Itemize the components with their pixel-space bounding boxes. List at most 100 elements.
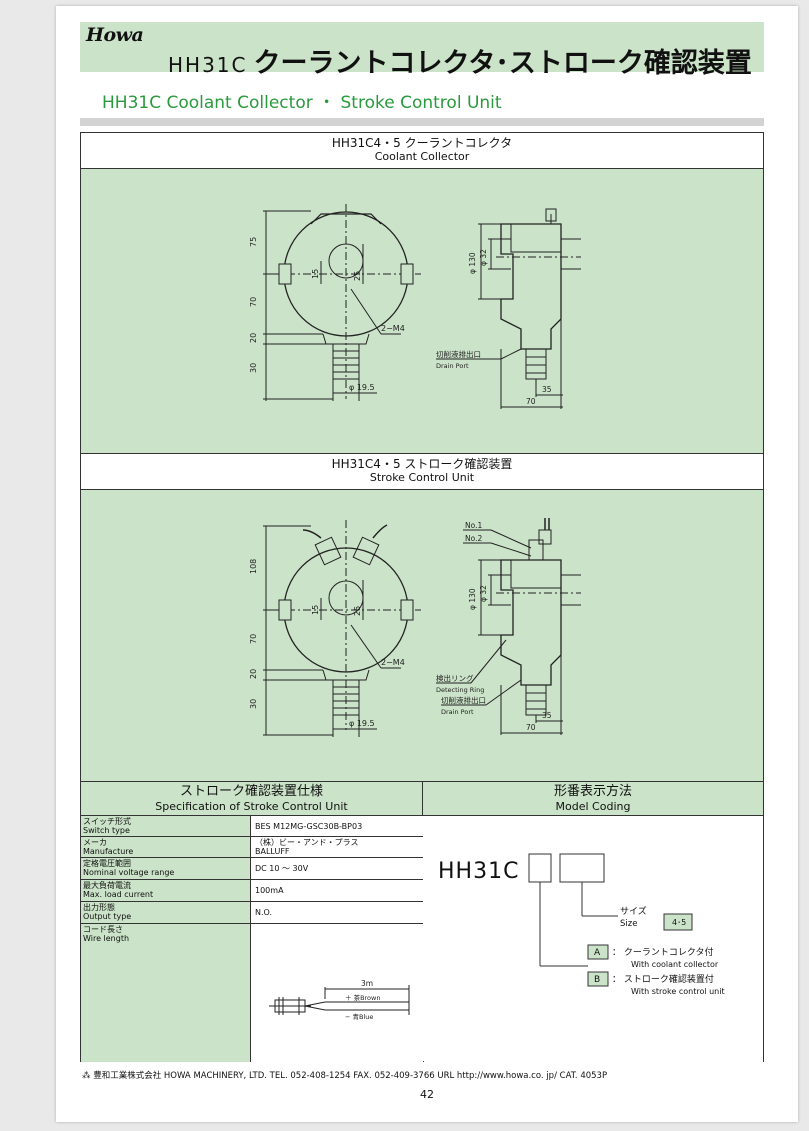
coding-title-en: Model Coding bbox=[555, 800, 631, 813]
section-title-jp: HH31C4・5 クーラントコレクタ bbox=[331, 136, 513, 150]
page-number: 42 bbox=[420, 1088, 434, 1101]
page-subtitle: HH31C Coolant Collector ・ Stroke Control… bbox=[102, 93, 502, 113]
label-en: Nominal voltage range bbox=[83, 868, 175, 877]
content-frame: HH31C4・5 クーラントコレクタ Coolant Collector bbox=[80, 132, 764, 1062]
coolant-collector-drawing: 75 70 20 30 15 25 2−M4 φ 19.5 bbox=[249, 204, 581, 409]
option-a-box bbox=[587, 944, 609, 960]
spec-title-jp: ストローク確認装置仕様 bbox=[179, 784, 323, 799]
coolant-collector-heading: HH31C4・5 クーラントコレクタ Coolant Collector bbox=[81, 133, 763, 169]
drain-port-label-en: Drain Port bbox=[436, 362, 469, 370]
stroke-control-heading: HH31C4・5 ストローク確認装置 Stroke Control Unit bbox=[81, 454, 763, 490]
label-en: Output type bbox=[83, 912, 132, 921]
wire-length-label: 3m bbox=[361, 979, 373, 988]
wire-diagram: 3m ＋ 茶Brown − 青Blue bbox=[269, 979, 410, 1021]
label-jp: スイッチ形式 bbox=[83, 817, 131, 826]
dim-70-side: 70 bbox=[526, 723, 536, 732]
dim-35: 35 bbox=[542, 385, 552, 394]
dim-dia130: φ 130 bbox=[468, 588, 477, 610]
howa-logo: Howa bbox=[86, 24, 144, 46]
coding-heading: 形番表示方法 Model Coding bbox=[423, 782, 763, 816]
dim-15: 15 bbox=[311, 269, 320, 279]
dim-70-side: 70 bbox=[526, 397, 536, 406]
header-band bbox=[80, 22, 764, 72]
spec-value: 3m ＋ 茶Brown − 青Blue bbox=[251, 924, 423, 1062]
dim-dia130: φ 130 bbox=[468, 252, 477, 274]
size-value-box bbox=[663, 913, 693, 931]
dim-30: 30 bbox=[249, 363, 258, 373]
option-b-en: With stroke control unit bbox=[631, 987, 725, 996]
dim-25: 25 bbox=[353, 606, 362, 616]
value-line2: BALLUFF bbox=[255, 847, 290, 856]
dim-m4: 2−M4 bbox=[381, 324, 405, 333]
spec-heading: ストローク確認装置仕様 Specification of Stroke Cont… bbox=[81, 782, 423, 816]
detecting-ring-label-jp: 検出リング bbox=[436, 673, 474, 683]
value-line1: （株）ビー・アンド・プラス bbox=[255, 838, 359, 847]
dim-20: 20 bbox=[249, 669, 258, 679]
spec-value: 100mA bbox=[251, 880, 423, 901]
label-en: Max. load current bbox=[83, 890, 154, 899]
drain-port-label-jp: 切削液排出口 bbox=[436, 349, 481, 359]
model-code-text: HH31C bbox=[438, 859, 519, 884]
dim-15: 15 bbox=[311, 605, 320, 615]
dim-dia19: φ 19.5 bbox=[349, 383, 375, 392]
model-coding-diagram: HH31C サイズ Size 4･5 A ： クーラントコレクタ付 With c… bbox=[438, 853, 725, 996]
company-logo-icon: ⁂ bbox=[82, 1071, 94, 1081]
dim-dia32: φ 32 bbox=[479, 249, 488, 266]
section-title-jp: HH31C4・5 ストローク確認装置 bbox=[331, 457, 513, 471]
switch-no2-label: No.2 bbox=[465, 534, 482, 543]
section-title-en: Stroke Control Unit bbox=[369, 471, 475, 484]
option-b-jp: ： ストローク確認装置付 bbox=[612, 973, 714, 985]
size-label-jp: サイズ bbox=[620, 905, 647, 917]
spec-value: BES M12MG-GSC30B-BP03 bbox=[251, 816, 423, 836]
coding-title-jp: 形番表示方法 bbox=[553, 784, 632, 799]
option-a-jp: ： クーラントコレクタ付 bbox=[612, 947, 714, 958]
dim-75: 75 bbox=[249, 237, 258, 247]
dim-70: 70 bbox=[249, 634, 258, 644]
spec-title-en: Specification of Stroke Control Unit bbox=[155, 800, 348, 813]
size-label-en: Size bbox=[620, 919, 637, 929]
option-a-code: A bbox=[594, 948, 601, 958]
label-jp: 出力形態 bbox=[83, 903, 115, 912]
dim-25: 25 bbox=[353, 271, 362, 281]
section-title-en: Coolant Collector bbox=[374, 150, 470, 163]
label-en: Wire length bbox=[83, 934, 130, 943]
drain-port-label-jp: 切削液排出口 bbox=[441, 695, 486, 705]
coding-box-a bbox=[528, 853, 552, 883]
wire-minus-label: − 青Blue bbox=[345, 1012, 373, 1021]
footer-text: 豊和工業株式会社 HOWA MACHINERY, LTD. TEL. 052-4… bbox=[93, 1071, 608, 1081]
label-jp: コード長さ bbox=[83, 925, 123, 934]
size-value: 4･5 bbox=[672, 918, 686, 927]
dim-70: 70 bbox=[249, 297, 258, 307]
label-jp: 最大負荷電流 bbox=[83, 881, 131, 890]
dim-dia32: φ 32 bbox=[479, 585, 488, 602]
label-en: Switch type bbox=[83, 826, 130, 835]
coding-box-size bbox=[559, 853, 605, 883]
coolant-collector-drawing-area: 75 70 20 30 15 25 2−M4 φ 19.5 bbox=[81, 169, 763, 454]
page-title-jp: クーラントコレクタ･ストローク確認装置 bbox=[253, 48, 752, 79]
dim-108: 108 bbox=[249, 559, 258, 574]
stroke-control-drawing: 108 70 20 30 15 25 2−M4 φ 19.5 bbox=[249, 518, 581, 737]
footer-contact: ⁂ 豊和工業株式会社 HOWA MACHINERY, LTD. TEL. 052… bbox=[82, 1069, 607, 1081]
dim-dia19: φ 19.5 bbox=[349, 719, 375, 728]
dim-35: 35 bbox=[542, 711, 552, 720]
divider bbox=[80, 118, 764, 126]
dim-m4: 2−M4 bbox=[381, 658, 405, 667]
model-code: HH31C bbox=[168, 53, 248, 77]
option-a-en: With coolant collector bbox=[631, 960, 719, 969]
label-jp: 定格電圧範囲 bbox=[83, 859, 131, 868]
spec-value: DC 10 ～ 30V bbox=[251, 858, 423, 879]
detecting-ring-label-en: Detecting Ring bbox=[436, 686, 484, 694]
label-jp: メーカ bbox=[83, 838, 107, 847]
